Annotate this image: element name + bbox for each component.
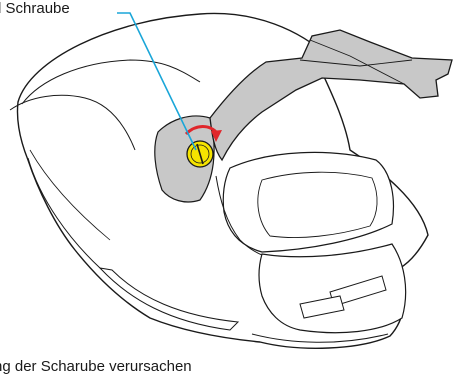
callout-label: hild Schraube [0, 1, 70, 16]
screw-icon [187, 141, 213, 167]
caption-text: ng der Scharube verursachen [0, 359, 192, 374]
